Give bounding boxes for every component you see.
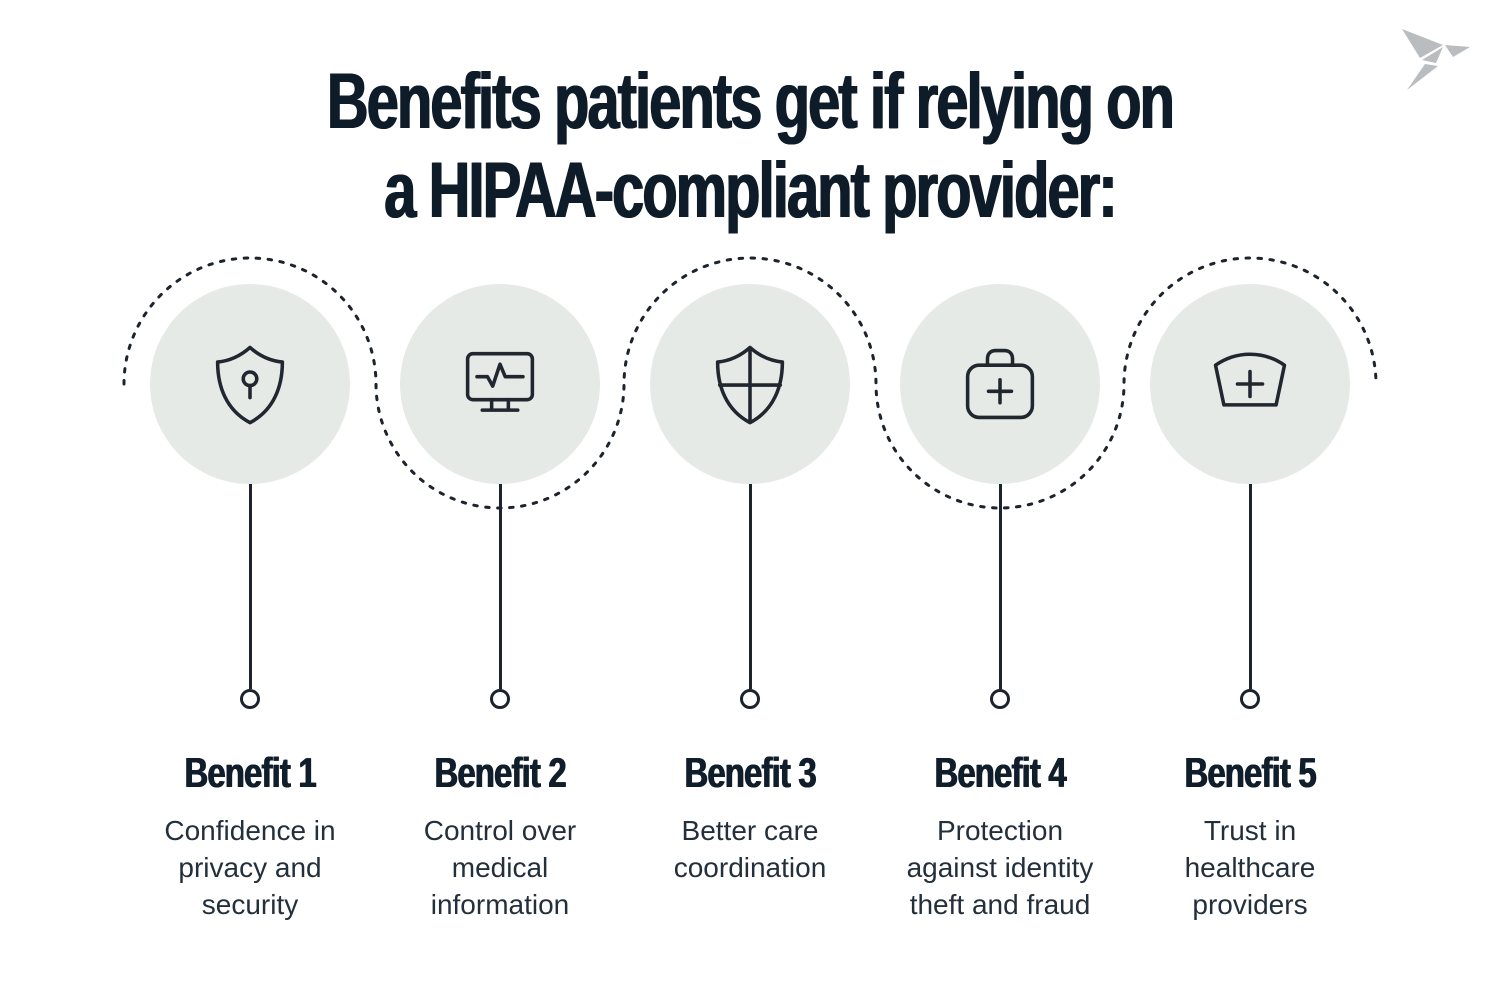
connector-line: [748, 484, 752, 689]
benefit-column-4: Benefit 4 Protection against identity th…: [875, 284, 1125, 924]
connector-endpoint-circle: [1240, 689, 1260, 709]
connector-line: [1248, 484, 1252, 689]
benefit-label: Benefit 1: [184, 749, 316, 796]
benefit-column-1: Benefit 1 Confidence in privacy and secu…: [125, 284, 375, 924]
benefit-column-3: Benefit 3 Better care coordination: [625, 284, 875, 924]
connector-line: [498, 484, 502, 689]
page-title: Benefits patients get if relying on a HI…: [203, 56, 1298, 235]
benefit-circle: [150, 284, 350, 484]
benefit-description: Confidence in privacy and security: [164, 815, 336, 920]
shield-cross-icon: [715, 345, 785, 425]
benefit-circle: [1150, 284, 1350, 484]
title-line-1: Benefits patients get if relying on: [326, 56, 1175, 145]
medical-bag-icon: [965, 348, 1035, 420]
connector-line: [998, 484, 1002, 689]
benefit-column-2: Benefit 2 Control over medical informati…: [375, 284, 625, 924]
shield-keyhole-icon: [215, 345, 285, 425]
benefit-circle: [400, 284, 600, 484]
benefit-label: Benefit 5: [1184, 749, 1316, 796]
benefit-description: Control over medical information: [423, 815, 577, 920]
benefit-circle: [900, 284, 1100, 484]
benefit-column-5: Benefit 5 Trust in healthcare providers: [1125, 284, 1375, 924]
benefits-row: Benefit 1 Confidence in privacy and secu…: [125, 284, 1375, 924]
connector-endpoint-circle: [740, 689, 760, 709]
benefit-description: Trust in healthcare providers: [1184, 815, 1316, 920]
benefit-circle: [650, 284, 850, 484]
benefit-description: Protection against identity theft and fr…: [906, 815, 1094, 920]
origami-bird-logo: [1402, 29, 1470, 90]
connector-endpoint-circle: [240, 689, 260, 709]
nurse-cap-icon: [1213, 352, 1287, 407]
benefit-label: Benefit 3: [684, 749, 816, 796]
connector-endpoint-circle: [490, 689, 510, 709]
benefit-label: Benefit 2: [434, 749, 566, 796]
connector-line: [248, 484, 252, 689]
benefit-label: Benefit 4: [934, 749, 1066, 796]
monitor-heartbeat-icon: [465, 351, 535, 412]
benefit-description: Better care coordination: [673, 815, 827, 883]
title-line-2: a HIPAA-compliant provider:: [384, 145, 1117, 235]
connector-endpoint-circle: [990, 689, 1010, 709]
